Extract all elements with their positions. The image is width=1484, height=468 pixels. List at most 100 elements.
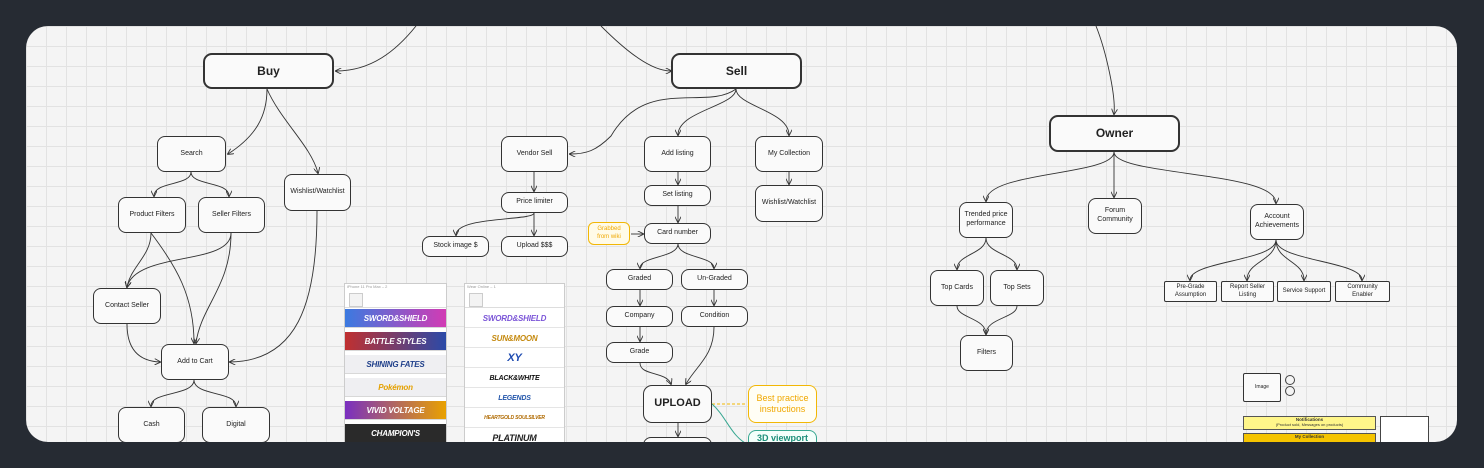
set-logo-battle-styles[interactable]: BATTLE STYLES bbox=[345, 332, 446, 351]
connector-arrow bbox=[151, 379, 195, 406]
connector-arrow bbox=[228, 88, 268, 154]
owner-node[interactable]: Owner bbox=[1049, 115, 1180, 152]
card-number-node[interactable]: Card number bbox=[644, 223, 711, 244]
connector-arrow bbox=[985, 237, 1017, 269]
set-logo-sword-shield[interactable]: SWORD&SHIELD bbox=[465, 309, 564, 328]
top-cards-node[interactable]: Top Cards bbox=[930, 270, 984, 306]
buy-node[interactable]: Buy bbox=[203, 53, 334, 89]
back-icon[interactable] bbox=[469, 293, 483, 307]
set-logo-vivid-voltage[interactable]: VIVID VOLTAGE bbox=[345, 401, 446, 420]
connector-arrow bbox=[150, 232, 194, 343]
notifications-title: Notifications bbox=[1295, 417, 1324, 422]
grabbed-from-wiki-note[interactable]: Grabbed from wiki bbox=[588, 222, 630, 245]
wishlist-watchlist-node[interactable]: Wishlist/Watchlist bbox=[284, 174, 351, 211]
phone-mockup-left[interactable]: iPhone 11 Pro Max – 2 SWORD&SHIELD BATTL… bbox=[344, 283, 447, 442]
set-logo-platinum[interactable]: PLATINUM bbox=[465, 429, 564, 442]
connector-arrow bbox=[956, 305, 986, 334]
connector-arrow bbox=[639, 362, 671, 384]
vendor-sell-node[interactable]: Vendor Sell bbox=[501, 136, 568, 172]
phone-header-right bbox=[465, 291, 564, 308]
notifications-panel[interactable]: Notifications (Product sold, Messages on… bbox=[1243, 416, 1376, 430]
contact-seller-node[interactable]: Contact Seller bbox=[93, 288, 161, 324]
connector-arrow bbox=[570, 88, 737, 154]
connector-arrow bbox=[600, 26, 671, 71]
connector-arrow bbox=[154, 171, 192, 196]
connector-arrow bbox=[196, 232, 232, 343]
image-placeholder[interactable]: Image bbox=[1243, 373, 1281, 402]
connector-arrow bbox=[686, 326, 715, 384]
connector-arrow bbox=[1113, 151, 1276, 203]
connector-arrow bbox=[1247, 239, 1277, 280]
add-listing-node[interactable]: Add listing bbox=[644, 136, 711, 172]
connector-arrow bbox=[986, 151, 1115, 201]
my-collection-panel-title: My Collection bbox=[1294, 434, 1325, 439]
empty-panel[interactable] bbox=[1380, 416, 1429, 442]
my-collection-node[interactable]: My Collection bbox=[755, 136, 823, 172]
connector-arrow bbox=[127, 232, 232, 287]
graded-node[interactable]: Graded bbox=[606, 269, 673, 290]
3d-viewport-note[interactable]: 3D viewport bbox=[748, 430, 817, 442]
sell-node[interactable]: Sell bbox=[671, 53, 802, 89]
connector-arrow bbox=[677, 243, 714, 268]
set-logo-champions-path[interactable]: CHAMPION'S bbox=[345, 424, 446, 442]
connector-lines bbox=[26, 26, 1457, 442]
set-logo-heartgold[interactable]: HEARTGOLD SOULSILVER bbox=[465, 409, 564, 428]
radio-option-2[interactable] bbox=[1285, 386, 1295, 396]
upload-node[interactable]: UPLOAD bbox=[643, 385, 712, 423]
set-logo-black-white[interactable]: BLACK&WHITE bbox=[465, 369, 564, 388]
phone-caption-right: Wear Online – 1 bbox=[467, 284, 496, 289]
set-logo-shining-fates[interactable]: SHINING FATES bbox=[345, 355, 446, 374]
top-sets-node[interactable]: Top Sets bbox=[990, 270, 1044, 306]
phone-mockup-right[interactable]: Wear Online – 1 SWORD&SHIELD SUN&MOON XY… bbox=[464, 283, 565, 442]
my-collection-panel[interactable]: My Collection bbox=[1243, 433, 1376, 442]
stock-image-node[interactable]: Stock image $ bbox=[422, 236, 489, 257]
condition-node[interactable]: Condition bbox=[681, 306, 748, 327]
collection-wishlist-node[interactable]: Wishlist/Watchlist bbox=[755, 185, 823, 222]
service-support-node[interactable]: Service Support bbox=[1277, 281, 1331, 302]
cash-node[interactable]: Cash bbox=[118, 407, 185, 442]
add-to-cart-node[interactable]: Add to Cart bbox=[161, 344, 229, 380]
trended-price-node[interactable]: Trended price performance bbox=[959, 202, 1013, 238]
connector-arrow bbox=[1275, 239, 1304, 280]
community-enabler-node[interactable]: Community Enabler bbox=[1335, 281, 1390, 302]
set-logo-mcdonalds[interactable]: Pokémon bbox=[345, 378, 446, 397]
connector-arrow bbox=[1095, 26, 1114, 114]
connector-arrow bbox=[678, 88, 737, 135]
set-logo-sword-shield[interactable]: SWORD&SHIELD bbox=[345, 309, 446, 328]
connector-arrow bbox=[336, 26, 417, 71]
viewport-connector bbox=[711, 403, 745, 442]
phone-header-left bbox=[345, 291, 446, 308]
back-icon[interactable] bbox=[349, 293, 363, 307]
set-listing-node[interactable]: Set listing bbox=[644, 185, 711, 206]
notifications-subtitle: (Product sold, Messages on products) bbox=[1275, 422, 1344, 427]
connector-arrow bbox=[193, 379, 236, 406]
connector-arrow bbox=[957, 237, 987, 269]
report-seller-node[interactable]: Report Seller Listing bbox=[1221, 281, 1274, 302]
un-graded-node[interactable]: Un-Graded bbox=[681, 269, 748, 290]
pre-grade-node[interactable]: Pre-Grade Assumption bbox=[1164, 281, 1217, 302]
digital-node[interactable]: Digital bbox=[202, 407, 270, 442]
product-filters-node[interactable]: Product Filters bbox=[118, 197, 186, 233]
connector-arrow bbox=[640, 243, 679, 268]
connector-arrow bbox=[126, 323, 160, 362]
set-logo-sun-moon[interactable]: SUN&MOON bbox=[465, 329, 564, 348]
filters-node[interactable]: Filters bbox=[960, 335, 1013, 371]
company-node[interactable]: Company bbox=[606, 306, 673, 327]
price-limiter-node[interactable]: Price limiter bbox=[501, 192, 568, 213]
forum-community-node[interactable]: Forum Community bbox=[1088, 198, 1142, 234]
radio-option-1[interactable] bbox=[1285, 375, 1295, 385]
connector-arrow bbox=[735, 88, 789, 135]
seller-filters-node[interactable]: Seller Filters bbox=[198, 197, 265, 233]
whiteboard-canvas[interactable]: Buy Search Product Filters Seller Filter… bbox=[26, 26, 1457, 442]
next-step-node[interactable] bbox=[643, 437, 712, 442]
best-practice-note[interactable]: Best practice instructions bbox=[748, 385, 817, 423]
grade-node[interactable]: Grade bbox=[606, 342, 673, 363]
connector-arrow bbox=[230, 210, 318, 362]
set-logo-legends[interactable]: LEGENDS bbox=[465, 389, 564, 408]
search-node[interactable]: Search bbox=[157, 136, 226, 172]
set-logo-xy[interactable]: XY bbox=[465, 349, 564, 368]
connector-arrow bbox=[190, 171, 229, 196]
upload-money-node[interactable]: Upload $$$ bbox=[501, 236, 568, 257]
connector-arrow bbox=[266, 88, 318, 173]
account-achievements-node[interactable]: Account Achievements bbox=[1250, 204, 1304, 240]
